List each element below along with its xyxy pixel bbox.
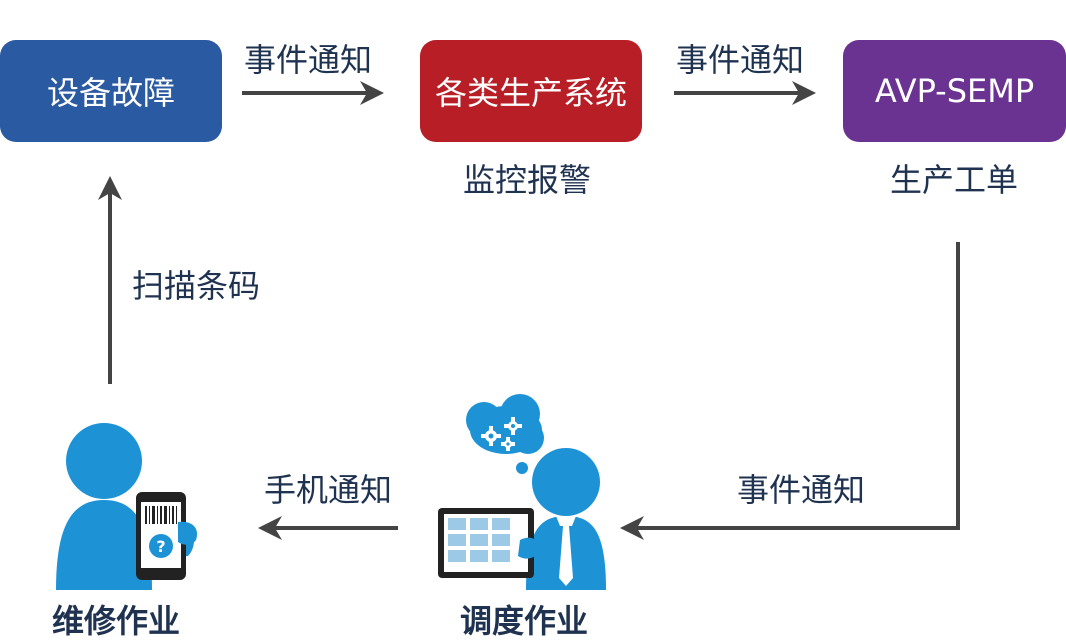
- svg-text:?: ?: [156, 537, 165, 556]
- phone-notice-label: 手机通知: [264, 471, 393, 509]
- event-notice-label-1: 事件通知: [244, 41, 373, 79]
- maintenance-work-caption: 维修作业: [52, 602, 181, 640]
- avp-semp-box: AVP-SEMP: [843, 40, 1066, 142]
- equipment-fault-label: 设备故障: [46, 74, 175, 112]
- arrow-maintenance-to-fault: [98, 176, 122, 384]
- barcode-icon: [145, 506, 177, 524]
- equipment-fault-box: 设备故障: [0, 40, 222, 142]
- event-notice-label-3: 事件通知: [737, 471, 866, 509]
- avp-semp-label: AVP-SEMP: [874, 72, 1035, 110]
- monitoring-alarm-caption: 监控报警: [463, 161, 592, 199]
- arrow-order-to-dispatch: [620, 242, 960, 540]
- person-with-phone-icon: ?: [56, 423, 198, 590]
- dispatch-work-caption: 调度作业: [460, 602, 589, 640]
- event-notice-label-2: 事件通知: [676, 41, 805, 79]
- production-order-caption: 生产工单: [890, 161, 1019, 199]
- production-systems-box: 各类生产系统: [420, 40, 642, 142]
- arrow-fault-to-systems: [242, 81, 384, 105]
- person-with-tablet-icon: [438, 448, 606, 590]
- arrow-systems-to-avp: [674, 81, 816, 105]
- scan-barcode-label: 扫描条码: [132, 267, 261, 305]
- production-systems-label: 各类生产系统: [434, 74, 627, 112]
- arrow-dispatch-to-maintenance: [258, 516, 398, 540]
- gear-cloud-icon: [466, 394, 544, 474]
